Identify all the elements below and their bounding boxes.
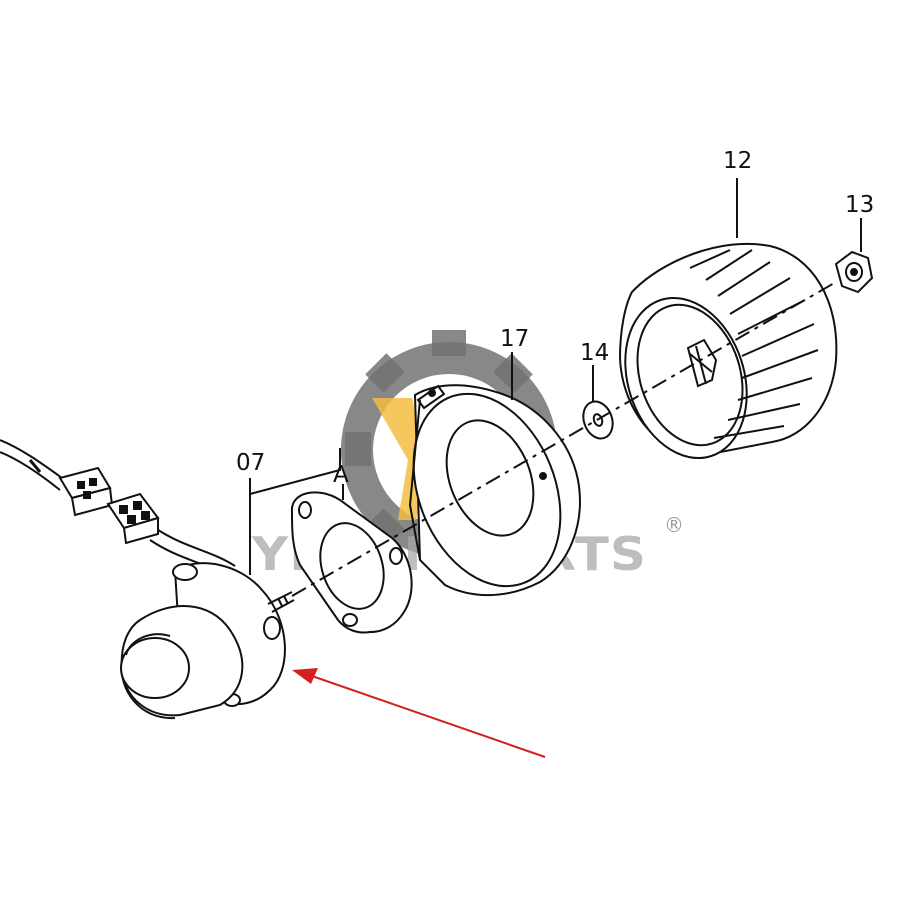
pointer-arrow-icon — [292, 668, 546, 758]
callout-17: 17 — [500, 326, 529, 352]
callout-14: 14 — [580, 340, 609, 366]
nut — [834, 250, 874, 294]
callout-13: 13 — [845, 192, 874, 218]
callout-a: A — [333, 462, 349, 488]
blower-motor — [120, 562, 295, 720]
connector-plug-icon — [58, 466, 114, 517]
registered-mark: ® — [664, 513, 684, 537]
housing-ring — [408, 384, 581, 597]
callout-07: 07 — [236, 450, 265, 476]
callout-12: 12 — [723, 148, 752, 174]
connector-socket-icon — [106, 492, 160, 545]
assembly-axis — [291, 281, 837, 597]
fan-blades — [689, 249, 819, 439]
fan-wheel — [618, 242, 838, 460]
leader-lines — [249, 178, 862, 575]
